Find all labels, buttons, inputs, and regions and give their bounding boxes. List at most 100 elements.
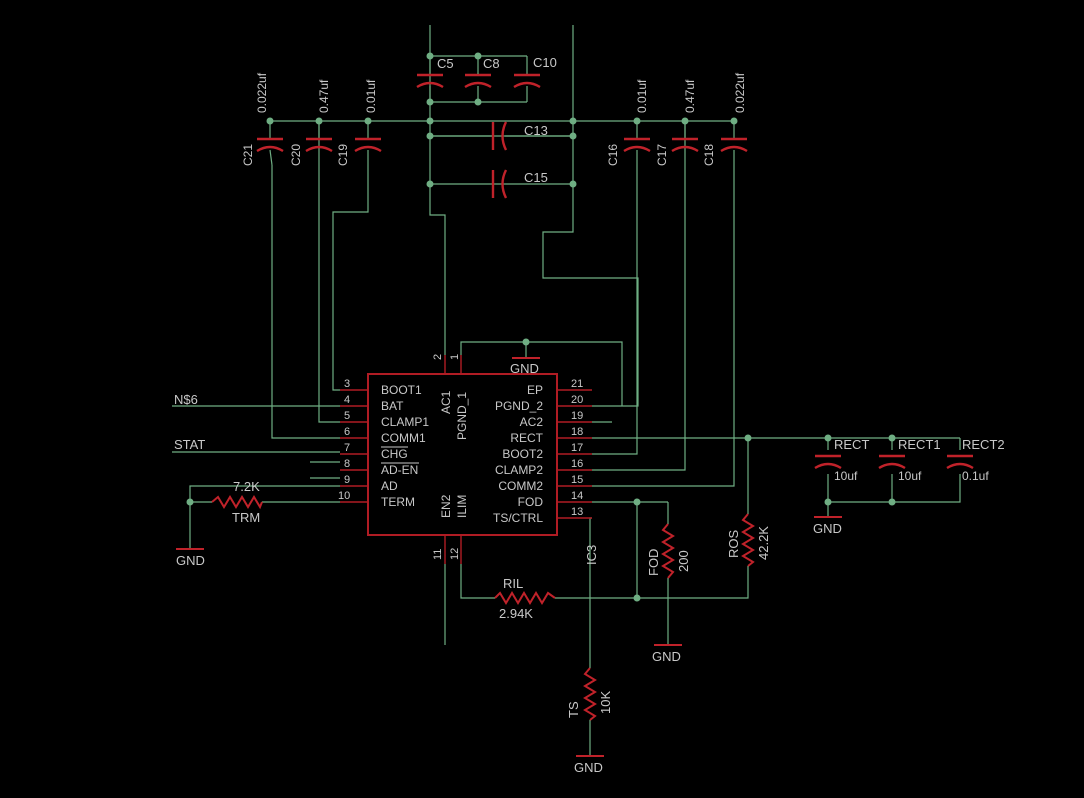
net-label-stat: STAT [174, 437, 205, 452]
pin-name-ep: EP [527, 383, 543, 397]
pin-name-clamp2: CLAMP2 [495, 463, 543, 477]
resistor-fod[interactable]: FOD 200 [646, 523, 691, 579]
pin-name-ac1: AC1 [439, 390, 453, 414]
pin-num-1: 1 [449, 354, 461, 360]
capacitor-c20[interactable]: 0.47uf C20 [289, 79, 333, 166]
ros-label: ROS [726, 530, 741, 559]
resistor-ts[interactable]: TS 10K [566, 667, 613, 721]
gnd-symbol-ts: GND [574, 755, 604, 775]
capacitor-rect2[interactable]: RECT2 0.1uf [946, 437, 1005, 483]
pin-num-10: 10 [338, 490, 350, 502]
gnd-symbol-trm: GND [176, 548, 205, 568]
pin-name-ac2: AC2 [520, 415, 544, 429]
rect2-label: RECT2 [962, 437, 1005, 452]
capacitor-c8[interactable]: C8 [464, 56, 500, 89]
c21-label: C21 [241, 144, 255, 166]
pin-num-2: 2 [432, 354, 444, 360]
trm-label: TRM [232, 510, 260, 525]
ros-value: 42.2K [756, 526, 771, 560]
pin-num-19: 19 [571, 410, 583, 422]
pin-name-boot2: BOOT2 [502, 447, 543, 461]
c15-label: C15 [524, 170, 548, 185]
pin-num-14: 14 [571, 490, 583, 502]
gnd-label-rect: GND [813, 521, 842, 536]
gnd-label-ic: GND [510, 361, 539, 376]
pin-name-chg: CHG [381, 447, 408, 461]
pin-name-boot1: BOOT1 [381, 383, 422, 397]
capacitor-c21[interactable]: 0.022uf C21 [241, 72, 284, 166]
pin-num-16: 16 [571, 458, 583, 470]
c18-value: 0.022uf [733, 72, 747, 113]
c16-value: 0.01uf [635, 79, 649, 113]
capacitor-c10[interactable]: C10 [513, 55, 557, 89]
fod-value: 200 [676, 550, 691, 572]
rect-value: 10uf [834, 469, 858, 483]
resistor-trm[interactable]: 7.2K TRM [211, 479, 263, 525]
ic-name-label: IC3 [584, 545, 599, 565]
pin-num-12: 12 [449, 548, 461, 560]
c20-label: C20 [289, 144, 303, 166]
pin-name-fod: FOD [518, 495, 544, 509]
gnd-symbol-fod: GND [652, 644, 682, 664]
rect2-value: 0.1uf [962, 469, 989, 483]
gnd-symbol-ic: GND [510, 357, 540, 376]
capacitor-rect1[interactable]: RECT1 10uf [878, 437, 941, 483]
gnd-label-trm: GND [176, 553, 205, 568]
c18-label: C18 [702, 144, 716, 166]
pin-num-8: 8 [344, 458, 350, 470]
gnd-label-ts: GND [574, 760, 603, 775]
c16-label: C16 [606, 144, 620, 166]
ts-label: TS [566, 701, 581, 718]
c5-label: C5 [437, 56, 454, 71]
trm-value: 7.2K [233, 479, 260, 494]
c21-value: 0.022uf [255, 72, 269, 113]
capacitor-c15[interactable]: C15 [491, 169, 548, 199]
pin-num-5: 5 [344, 410, 350, 422]
pin-num-15: 15 [571, 474, 583, 486]
c10-label: C10 [533, 55, 557, 70]
capacitor-c5[interactable]: C5 [416, 56, 454, 89]
pin-name-pgnd1: PGND_1 [455, 392, 469, 440]
pin-num-9: 9 [344, 474, 350, 486]
pin-num-3: 3 [344, 378, 350, 390]
pin-name-term: TERM [381, 495, 415, 509]
pin-name-comm1: COMM1 [381, 431, 426, 445]
pin-num-11: 11 [432, 549, 444, 560]
capacitor-c19[interactable]: 0.01uf C19 [336, 79, 382, 166]
net-label-n6: N$6 [174, 392, 198, 407]
c20-value: 0.47uf [317, 79, 331, 113]
pin-name-en2: EN2 [439, 494, 453, 518]
c17-value: 0.47uf [683, 79, 697, 113]
resistor-ril[interactable]: RIL 2.94K [494, 576, 556, 621]
gnd-label-fod: GND [652, 649, 681, 664]
pin-num-4: 4 [344, 394, 350, 406]
c8-label: C8 [483, 56, 500, 71]
rect-label: RECT [834, 437, 869, 452]
ril-value: 2.94K [499, 606, 533, 621]
pin-num-6: 6 [344, 426, 350, 438]
pin-num-21: 21 [571, 378, 583, 390]
fod-label: FOD [646, 549, 661, 576]
rect1-label: RECT1 [898, 437, 941, 452]
rect1-value: 10uf [898, 469, 922, 483]
capacitor-c18[interactable]: 0.022uf C18 [702, 72, 748, 166]
pin-name-bat: BAT [381, 399, 404, 413]
pin-name-ad-en: AD-EN [381, 463, 418, 477]
capacitor-c17[interactable]: 0.47uf C17 [655, 79, 699, 166]
gnd-symbol-rect: GND [813, 516, 842, 536]
capacitor-c13[interactable]: C13 [430, 121, 573, 151]
capacitor-rect[interactable]: RECT 10uf [814, 437, 869, 483]
pin-num-17: 17 [571, 442, 583, 454]
pin-name-clamp1: CLAMP1 [381, 415, 429, 429]
pin-name-ts-ctrl: TS/CTRL [493, 511, 543, 525]
pin-name-pgnd2: PGND_2 [495, 399, 543, 413]
pin-num-7: 7 [344, 442, 350, 454]
ic3-chip[interactable]: 3 4 5 6 7 8 9 10 BOOT1 BAT CLAMP1 COMM1 … [338, 354, 599, 565]
pin-num-13: 13 [571, 506, 583, 518]
capacitor-c16[interactable]: 0.01uf C16 [606, 79, 651, 166]
resistor-ros[interactable]: ROS 42.2K [726, 513, 771, 567]
c17-label: C17 [655, 144, 669, 166]
pin-num-20: 20 [571, 394, 583, 406]
pin-num-18: 18 [571, 426, 583, 438]
